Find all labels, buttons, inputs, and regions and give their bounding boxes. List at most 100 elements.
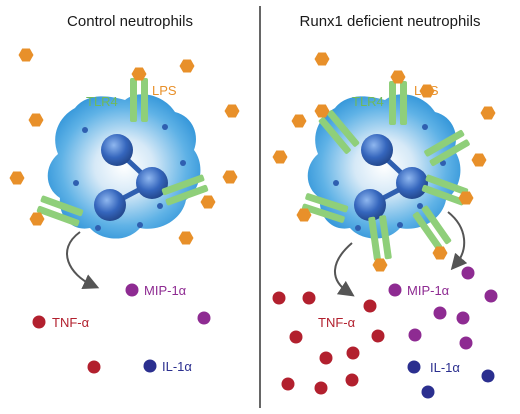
il-molecule — [421, 385, 435, 399]
granule — [82, 127, 88, 133]
mip-molecule — [125, 283, 139, 297]
tlr4-receptor — [421, 174, 469, 206]
il-molecule — [143, 359, 157, 373]
lps-molecule — [179, 59, 195, 73]
right-tlr4-label: TLR4 — [352, 94, 384, 109]
tlr4-receptor — [424, 129, 470, 167]
nucleus-lobe — [101, 134, 133, 166]
granule — [417, 203, 423, 209]
granule — [355, 225, 361, 231]
lps-bound — [314, 104, 330, 118]
granule — [73, 180, 79, 186]
nucleus-lobe — [136, 167, 168, 199]
right-mip-label: MIP-1α — [407, 283, 450, 298]
lps-bound — [390, 70, 406, 84]
granule — [180, 160, 186, 166]
tlr4-receptor — [318, 110, 360, 154]
granule — [95, 225, 101, 231]
granule — [162, 124, 168, 130]
neutrophil-cell — [47, 94, 201, 239]
left-nucleus — [94, 134, 168, 221]
secretion-arrow — [334, 242, 355, 297]
granule — [422, 124, 428, 130]
right-nucleus — [354, 134, 428, 221]
lps-bound — [458, 191, 474, 205]
tnf-molecule — [346, 346, 360, 360]
secretion-arrow — [447, 211, 468, 271]
mip-molecule — [459, 336, 473, 350]
tlr4-receptor — [130, 78, 148, 122]
lps-molecule — [314, 52, 330, 66]
lps-molecule — [471, 153, 487, 167]
lps-molecule — [18, 48, 34, 62]
right-tnf-label: TNF-α — [318, 315, 356, 330]
mip-molecule — [433, 306, 447, 320]
tlr4-receptor — [36, 195, 84, 227]
lps-molecule — [291, 114, 307, 128]
tnf-molecule — [363, 299, 377, 313]
lps-molecule — [480, 106, 496, 120]
tnf-molecule — [345, 373, 359, 387]
lps-bound — [200, 195, 216, 209]
lps-molecule — [419, 84, 435, 98]
lps-molecule — [222, 170, 238, 184]
left-mip-label: MIP-1α — [144, 283, 187, 298]
tnf-molecule — [32, 315, 46, 329]
lps-bound — [296, 208, 312, 222]
right-receptors — [296, 70, 474, 272]
lps-bound — [372, 258, 388, 272]
il-molecule — [407, 360, 421, 374]
tlr4-receptor — [368, 215, 392, 261]
mip-molecule — [484, 289, 498, 303]
left-cytokines — [32, 283, 211, 374]
granule — [333, 180, 339, 186]
nucleus-lobe — [396, 167, 428, 199]
right-lps-label: LPS — [414, 83, 439, 98]
mip-molecule — [408, 328, 422, 342]
lps-molecule — [178, 231, 194, 245]
left-lps-free — [9, 48, 240, 245]
tlr4-receptor — [412, 205, 452, 251]
right-panel-title: Runx1 deficient neutrophils — [300, 13, 481, 30]
granule — [137, 222, 143, 228]
right-panel: Runx1 deficient neutrophils — [272, 13, 498, 399]
tnf-molecule — [371, 329, 385, 343]
lps-molecule — [28, 113, 44, 127]
lps-bound — [29, 212, 45, 226]
mip-molecule — [456, 311, 470, 325]
tnf-molecule — [314, 381, 328, 395]
mip-molecule — [461, 266, 475, 280]
tnf-molecule — [302, 291, 316, 305]
left-tlr4-label: TLR4 — [86, 94, 118, 109]
tlr4-receptor — [161, 174, 209, 206]
left-panel-title: Control neutrophils — [67, 13, 193, 30]
right-lps-free — [272, 52, 496, 167]
mip-molecule — [388, 283, 402, 297]
left-il-label: IL-1α — [162, 359, 192, 374]
tnf-molecule — [281, 377, 295, 391]
granule — [157, 203, 163, 209]
left-receptors — [29, 67, 216, 227]
left-panel: Control neutrophils — [9, 13, 240, 374]
nucleus-lobe — [361, 134, 393, 166]
tnf-molecule — [319, 351, 333, 365]
secretion-arrow — [66, 231, 100, 289]
lps-molecule — [272, 150, 288, 164]
tnf-molecule — [289, 330, 303, 344]
tlr4-receptor — [389, 81, 407, 125]
nucleus-lobe — [354, 189, 386, 221]
left-tnf-label: TNF-α — [52, 315, 90, 330]
left-lps-label: LPS — [152, 83, 177, 98]
nucleus-lobe — [94, 189, 126, 221]
right-cytokines — [272, 266, 498, 399]
lps-molecule — [224, 104, 240, 118]
tnf-molecule — [272, 291, 286, 305]
tnf-molecule — [87, 360, 101, 374]
lps-bound — [131, 67, 147, 81]
il-molecule — [481, 369, 495, 383]
mip-molecule — [197, 311, 211, 325]
right-il-label: IL-1α — [430, 360, 460, 375]
granule — [397, 222, 403, 228]
lps-molecule — [9, 171, 25, 185]
